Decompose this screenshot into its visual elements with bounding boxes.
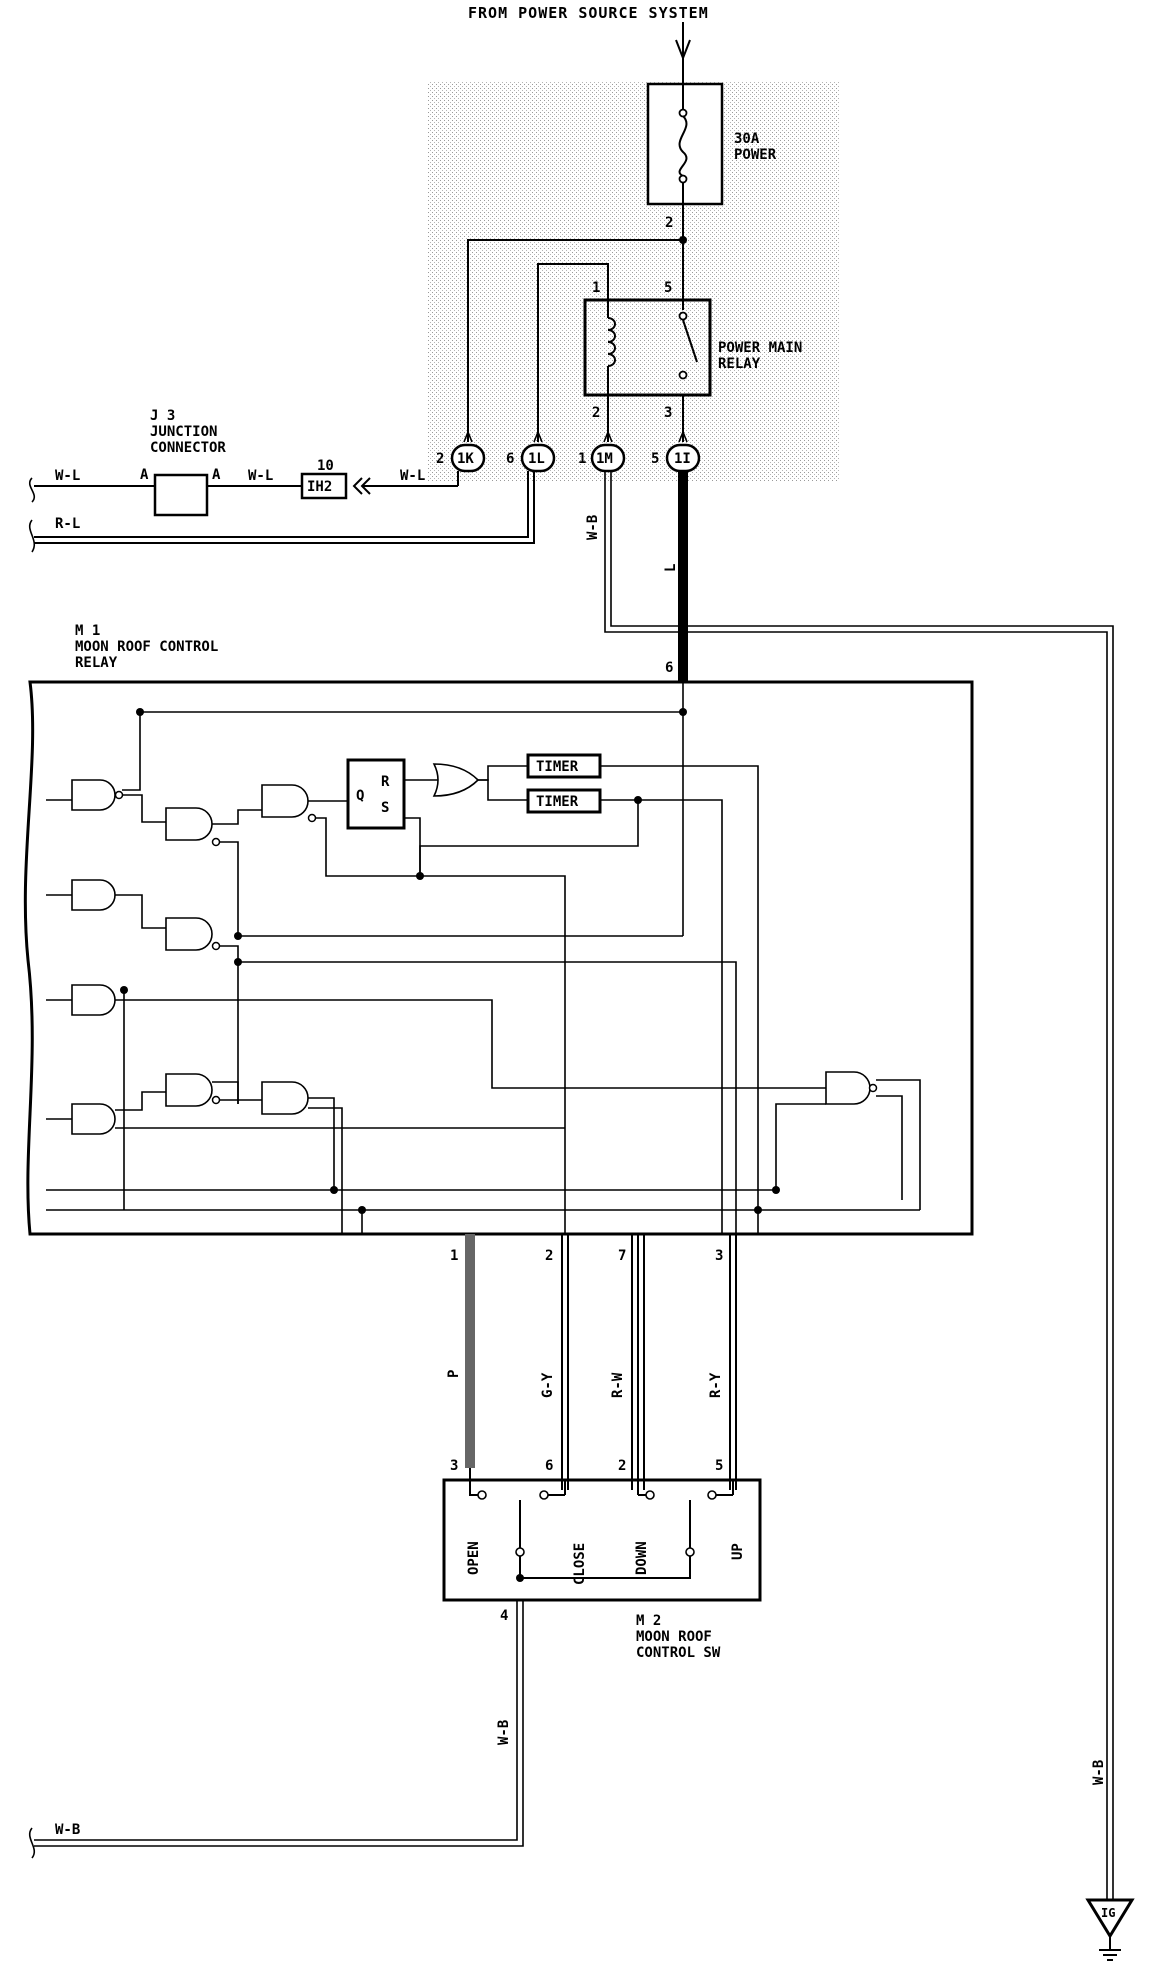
- connector-1m: 1M: [590, 443, 626, 473]
- wire-wl-mid: W-L: [248, 468, 273, 484]
- moon-roof-control-relay: [23, 680, 974, 1236]
- wire-wl-right: W-L: [400, 468, 425, 484]
- wire-wb-sw: W-B: [496, 1720, 512, 1745]
- pin-relay-coil-out: 2: [592, 405, 600, 421]
- wire-wb-bottom: W-B: [55, 1822, 80, 1838]
- wire-rl: R-L: [55, 516, 80, 532]
- svg-text:IH2: IH2: [307, 479, 332, 495]
- junction-label-line1: J 3: [150, 408, 175, 424]
- pin-m2-5: 5: [715, 1458, 723, 1474]
- svg-text:R: R: [381, 774, 390, 790]
- wire-wl-left: W-L: [55, 468, 80, 484]
- pin-m2-2: 2: [618, 1458, 626, 1474]
- pin-1l: 6: [506, 451, 514, 467]
- pin-ih2: 10: [317, 458, 334, 474]
- wire-rw: R-W: [610, 1372, 626, 1398]
- moon-roof-control-switch: [442, 1478, 762, 1602]
- switch-label-open: OPEN: [466, 1541, 482, 1575]
- fuse-30a: [646, 82, 724, 206]
- svg-text:TIMER: TIMER: [536, 759, 579, 775]
- junction-label-line3: CONNECTOR: [150, 440, 226, 456]
- connector-1i: 1I: [665, 443, 701, 473]
- logic-circuit: Q R S TIMER TIMER: [46, 682, 921, 1234]
- svg-text:S: S: [381, 800, 389, 816]
- junction-connector-j3: [153, 473, 209, 517]
- junction-label-line2: JUNCTION: [150, 424, 217, 440]
- pin-m1-2: 2: [545, 1248, 553, 1264]
- m1-label-line3: RELAY: [75, 655, 118, 671]
- power-main-relay: [583, 298, 712, 397]
- fuse-label-line2: POWER: [734, 147, 777, 163]
- pin-m1-1: 1: [450, 1248, 458, 1264]
- pin-relay-sw-out: 3: [664, 405, 672, 421]
- relay-label-line2: RELAY: [718, 356, 761, 372]
- pin-1m: 1: [578, 451, 586, 467]
- pin-m2-3: 3: [450, 1458, 458, 1474]
- diagram-title: FROM POWER SOURCE SYSTEM: [468, 4, 709, 22]
- relay-label-line1: POWER MAIN: [718, 340, 802, 356]
- switch-label-close: CLOSE: [572, 1543, 588, 1585]
- junction-pin-right: A: [212, 467, 221, 483]
- svg-text:Q: Q: [356, 788, 364, 804]
- switch-label-down: DOWN: [634, 1541, 650, 1575]
- svg-text:1M: 1M: [596, 451, 613, 467]
- ground-ig: IG: [1085, 1898, 1135, 1961]
- wire-wb-right: W-B: [1091, 1760, 1107, 1785]
- svg-text:TIMER: TIMER: [536, 794, 579, 810]
- connector-ih2: IH2: [300, 472, 348, 500]
- svg-text:1K: 1K: [457, 451, 474, 467]
- wire-gy: G-Y: [540, 1372, 556, 1398]
- m2-label-line3: CONTROL SW: [636, 1645, 721, 1661]
- pin-m2-4: 4: [500, 1608, 508, 1624]
- connector-1l: 1L: [520, 443, 556, 473]
- pin-fuse-out: 2: [665, 215, 673, 231]
- m2-label-line2: MOON ROOF: [636, 1629, 712, 1645]
- wire-l: L: [663, 564, 679, 572]
- pin-m1-7: 7: [618, 1248, 626, 1264]
- wire-wb-top: W-B: [585, 515, 601, 540]
- svg-text:1I: 1I: [674, 451, 691, 467]
- pin-relay-sw-in: 5: [664, 280, 672, 296]
- m1-label-line2: MOON ROOF CONTROL: [75, 639, 218, 655]
- fuse-label-line1: 30A: [734, 131, 760, 147]
- power-source-area: [428, 82, 840, 482]
- pin-m2-6: 6: [545, 1458, 553, 1474]
- pin-1k: 2: [436, 451, 444, 467]
- pin-m1-3: 3: [715, 1248, 723, 1264]
- pin-1i: 5: [651, 451, 659, 467]
- connector-1k: 1K: [450, 443, 486, 473]
- pin-relay-coil-in: 1: [592, 280, 600, 296]
- incoming-arrow: [675, 22, 691, 84]
- wire-p: P: [446, 1370, 462, 1378]
- pin-m1-power: 6: [665, 660, 673, 676]
- junction-pin-left: A: [140, 467, 149, 483]
- svg-text:1L: 1L: [528, 451, 545, 467]
- wire-ry: R-Y: [708, 1372, 724, 1398]
- m1-label-line1: M 1: [75, 623, 100, 639]
- svg-text:IG: IG: [1101, 1906, 1115, 1920]
- switch-label-up: UP: [730, 1543, 746, 1560]
- m2-label-line1: M 2: [636, 1613, 661, 1629]
